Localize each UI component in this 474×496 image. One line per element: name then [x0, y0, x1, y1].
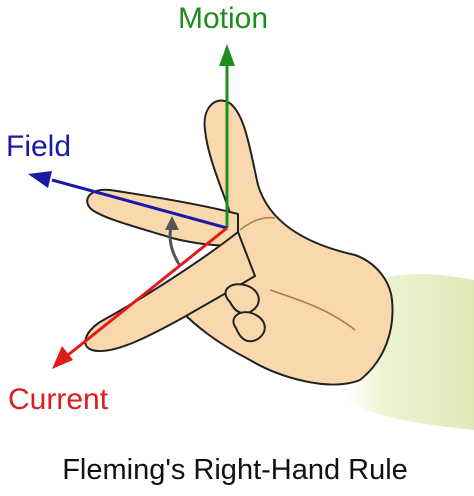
hand — [84, 99, 394, 386]
arrow-down-left-icon — [52, 346, 73, 369]
palm — [179, 99, 394, 386]
thumb-crease — [239, 216, 276, 231]
current-arrow-shaft — [67, 226, 228, 357]
field-arrow-shaft — [51, 178, 228, 230]
index-finger — [86, 188, 239, 247]
arrow-up-icon — [219, 44, 235, 66]
curled-finger-1 — [224, 283, 260, 315]
diagram-caption: Fleming's Right-Hand Rule — [62, 454, 408, 486]
field-label: Field — [6, 130, 71, 163]
palm-crease — [269, 289, 356, 331]
middle-finger — [84, 231, 256, 353]
curved-arrow-head — [165, 216, 179, 230]
curled-finger-2 — [232, 311, 266, 343]
current-label: Current — [8, 383, 109, 416]
arrow-left-icon — [28, 171, 52, 188]
motion-label: Motion — [178, 2, 268, 35]
